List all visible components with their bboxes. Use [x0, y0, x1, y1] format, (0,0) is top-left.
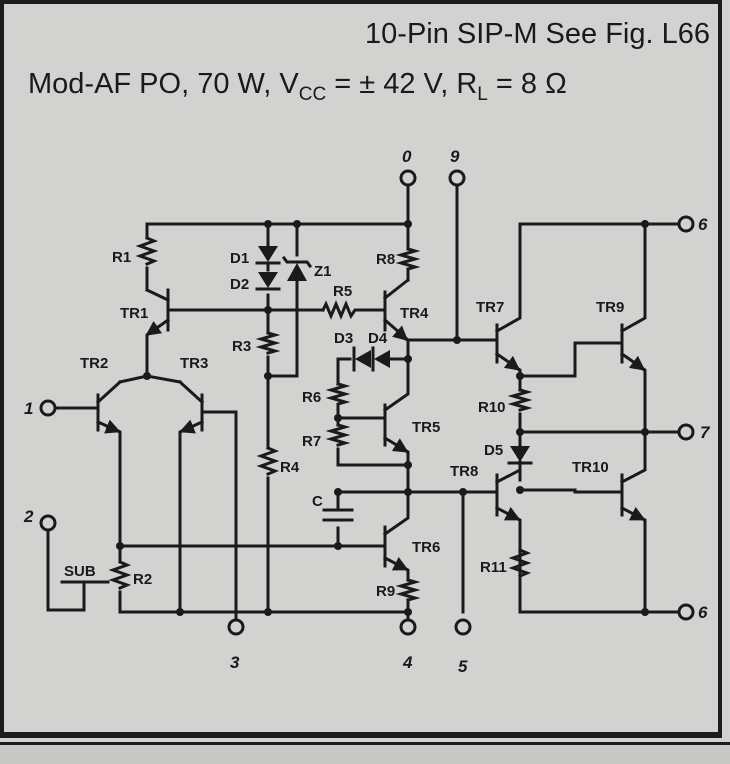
label-tr10: TR10: [572, 459, 609, 476]
pin-label-1: 1: [24, 399, 33, 418]
pin-0-terminal: [399, 169, 417, 187]
label-r7: R7: [302, 433, 321, 450]
label-capacitor: C: [312, 493, 323, 510]
label-r3: R3: [232, 338, 251, 355]
pin-7-terminal: [677, 423, 695, 441]
pin-label-3: 3: [230, 653, 240, 672]
emitter-arrows: [104, 320, 646, 572]
label-r2: R2: [133, 571, 152, 588]
pin-6b-terminal: [677, 603, 695, 621]
pin-label-5: 5: [458, 657, 468, 676]
resistor-r9: [395, 578, 421, 602]
label-r5: R5: [333, 283, 352, 300]
label-tr2: TR2: [80, 355, 108, 372]
spec-line: Mod-AF PO, 70 W, VCC = ± 42 V, RL = 8 Ω: [28, 68, 567, 106]
label-d5: D5: [484, 442, 503, 459]
component-labels: R1 R2 R3 R4 R5 R6 R7 R8 R9 R10 R11 D1 D2…: [64, 249, 624, 600]
pin-label-6-bottom: 6: [698, 603, 708, 622]
resistor-r6: [325, 382, 351, 411]
pin-label-6-top: 6: [698, 215, 708, 234]
label-d2: D2: [230, 276, 249, 293]
diode-d4: [371, 346, 390, 372]
pin-4-terminal: [399, 618, 417, 636]
wiring: [46, 183, 688, 622]
resistor-r3: [255, 331, 281, 355]
pin-labels: 0 9 6 7 6 1 2 3 4 5: [23, 147, 711, 676]
capacitor-c: [322, 508, 354, 522]
resistor-r1: [135, 236, 159, 266]
label-tr6: TR6: [412, 539, 440, 556]
label-tr3: TR3: [180, 355, 208, 372]
pin-terminals: [39, 169, 695, 636]
label-tr4: TR4: [400, 305, 429, 322]
label-r10: R10: [478, 399, 506, 416]
spec-middle: = ± 42 V, R: [326, 68, 478, 100]
diodes: [255, 246, 533, 465]
bottom-border-strip: [0, 742, 730, 764]
resistors: [108, 236, 533, 602]
pin-3-terminal: [227, 618, 245, 636]
label-r11: R11: [480, 559, 507, 576]
resistor-r2: [108, 560, 132, 590]
resistor-r10: [507, 388, 533, 412]
label-r6: R6: [302, 389, 321, 406]
label-tr1: TR1: [120, 305, 148, 322]
diode-d1: [255, 246, 281, 272]
resistor-r7: [325, 423, 351, 447]
pin-1-terminal: [39, 399, 57, 417]
junction-dots: [116, 220, 649, 616]
resistor-r5: [320, 300, 361, 320]
resistor-r11: [508, 548, 532, 578]
resistor-r4: [256, 446, 280, 476]
label-tr5: TR5: [412, 419, 440, 436]
label-r1: R1: [112, 249, 131, 266]
circuit-diagram: R1 R2 R3 R4 R5 R6 R7 R8 R9 R10 R11 D1 D2…: [23, 147, 711, 676]
spec-rl-subscript: L: [477, 84, 488, 105]
pin-6a-terminal: [677, 215, 695, 233]
label-tr8: TR8: [450, 463, 478, 480]
label-r8: R8: [376, 251, 395, 268]
diode-d3: [352, 346, 371, 372]
pin-label-9: 9: [450, 147, 460, 166]
label-d4: D4: [368, 330, 388, 347]
pin-5-terminal: [454, 618, 472, 636]
resistor-r8: [395, 247, 421, 271]
label-sub: SUB: [64, 563, 96, 580]
label-r9: R9: [376, 583, 395, 600]
spec-suffix: = 8 Ω: [487, 68, 567, 100]
label-r4: R4: [280, 459, 300, 476]
package-title: 10-Pin SIP-M See Fig. L66: [365, 18, 710, 50]
pin-label-2: 2: [23, 507, 34, 526]
label-z1: Z1: [314, 263, 332, 280]
zener-z1: [281, 255, 313, 281]
spec-vcc-subscript: CC: [298, 84, 327, 105]
pin-label-0: 0: [402, 147, 412, 166]
pin-9-terminal: [448, 169, 466, 187]
pin-2-terminal: [39, 514, 57, 532]
pin-label-4: 4: [402, 653, 413, 672]
spec-prefix: Mod-AF PO, 70 W, V: [28, 68, 299, 100]
diagram-frame: [0, 0, 722, 738]
label-tr9: TR9: [596, 299, 624, 316]
diode-d2: [255, 272, 281, 291]
pin-label-7: 7: [700, 423, 711, 442]
diode-d5: [507, 446, 533, 465]
label-tr7: TR7: [476, 299, 504, 316]
label-d3: D3: [334, 330, 353, 347]
label-d1: D1: [230, 250, 249, 267]
